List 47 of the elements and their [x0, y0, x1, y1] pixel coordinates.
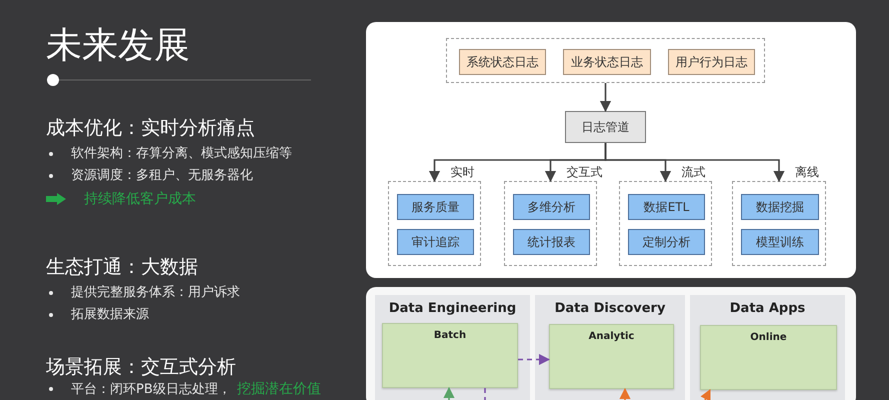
column-panel [535, 295, 685, 400]
arrow [604, 143, 785, 182]
process-box: 模型训练 [741, 229, 819, 255]
bullet-text: 资源调度：多租户、无服务器化 [71, 167, 253, 184]
arrow [443, 386, 455, 400]
bullet-text: 拓展数据来源 [71, 306, 149, 323]
highlight-text: 挖掘潜在价值 [236, 380, 321, 398]
dashed-group-box [732, 181, 826, 266]
process-box: 数据ETL [628, 194, 705, 220]
dashed-group-box [388, 181, 481, 266]
process-box: 定制分析 [628, 229, 705, 255]
process-box: 数据挖掘 [741, 194, 819, 220]
process-box: 日志管道 [565, 111, 646, 143]
column-panel [375, 295, 530, 400]
dashed-group-box [619, 181, 712, 266]
category-box: Analytic [549, 324, 674, 389]
arrow [518, 354, 550, 366]
arrow [619, 388, 631, 400]
category-box: Batch [382, 323, 518, 388]
process-box: 审计追踪 [397, 229, 474, 255]
column-heading: Data Engineering [388, 301, 518, 316]
dashed-group-box [504, 181, 597, 266]
page-title: 未来发展 [46, 24, 190, 68]
edge-label: 实时 [448, 165, 476, 179]
edge-label: 交互式 [564, 165, 604, 179]
process-box: 系统状态日志 [459, 49, 546, 75]
section-heading: 场景拓展：交互式分析 [46, 355, 236, 379]
process-box: 服务质量 [397, 194, 474, 220]
section-heading: 成本优化：实时分析痛点 [46, 116, 255, 140]
bullet-text: 提供完整服务体系：用户诉求 [71, 284, 240, 301]
column-panel [690, 295, 845, 400]
column-heading: Data Discovery [554, 301, 666, 316]
column-heading: Data Apps [728, 301, 806, 316]
highlight-text: 持续降低客户成本 [84, 190, 196, 208]
edge-label: 离线 [793, 165, 821, 179]
bullet-text: 软件架构：存算分离、模式感知压缩等 [71, 145, 292, 162]
process-box: 统计报表 [513, 229, 590, 255]
process-box: 业务状态日志 [563, 49, 651, 75]
dashed-group-box [446, 38, 765, 83]
arrow [600, 83, 612, 112]
bullet-text: 平台：闭环PB级日志处理， [71, 380, 231, 398]
edge-label: 流式 [680, 165, 708, 179]
process-box: 用户行为日志 [668, 49, 755, 75]
category-box: Online [700, 325, 837, 390]
section-heading: 生态打通：大数据 [46, 255, 198, 279]
arrow [700, 389, 711, 400]
process-box: 多维分析 [513, 194, 590, 220]
